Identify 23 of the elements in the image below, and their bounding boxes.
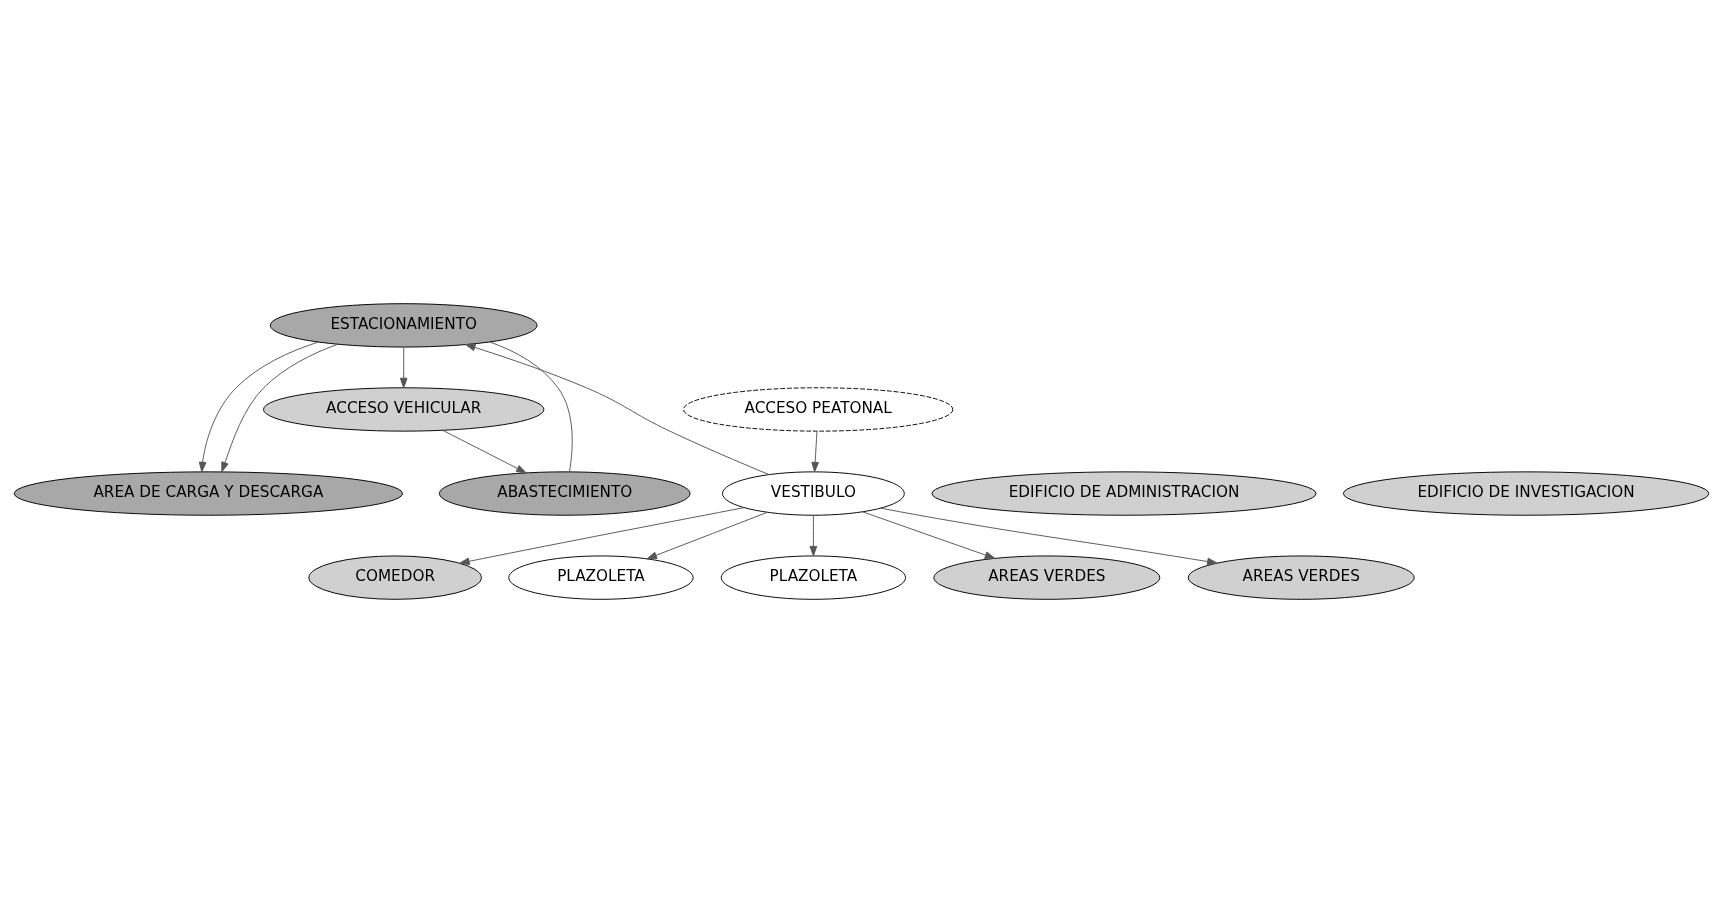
arrow bbox=[809, 514, 818, 556]
arrow bbox=[399, 346, 408, 388]
node-ellipse: EDIFICIO DE INVESTIGACION bbox=[1342, 470, 1710, 516]
arrow bbox=[646, 511, 769, 559]
node-ellipse: AREAS VERDES bbox=[933, 554, 1161, 600]
connector bbox=[489, 341, 573, 472]
arrow bbox=[198, 341, 319, 472]
node-ellipse: AREA DE CARGA Y DESCARGA bbox=[13, 470, 404, 516]
arrow bbox=[442, 429, 527, 473]
arrow bbox=[459, 506, 745, 565]
arrow bbox=[811, 430, 819, 472]
node-ellipse: EDIFICIO DE ADMINISTRACION bbox=[931, 470, 1317, 516]
node-ellipse: ABASTECIMIENTO bbox=[438, 470, 691, 516]
arrow bbox=[861, 510, 996, 559]
node-ellipse: PLAZOLETA bbox=[508, 554, 694, 600]
node-ellipse: ACCESO VEHICULAR bbox=[263, 386, 545, 432]
node-ellipse: VESTIBULO bbox=[722, 470, 905, 516]
node-ellipse: PLAZOLETA bbox=[720, 554, 907, 600]
node-ellipse: ACCESO PEATONAL bbox=[683, 386, 954, 432]
arrow bbox=[880, 507, 1218, 565]
arrow bbox=[465, 343, 770, 475]
arrow bbox=[221, 343, 339, 472]
node-ellipse: ESTACIONAMIENTO bbox=[269, 302, 538, 348]
